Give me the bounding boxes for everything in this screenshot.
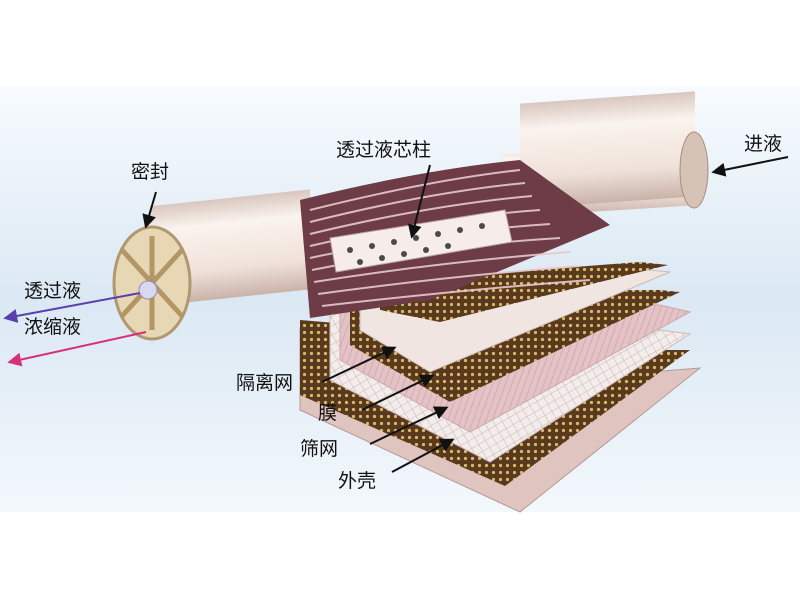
mesh-label: 筛网 (300, 438, 339, 460)
permeate-core-label: 透过液芯柱 (336, 139, 432, 161)
mesh-pointer (369, 406, 449, 445)
shell-pointer (391, 438, 455, 473)
outer-shell-right-body (520, 91, 695, 209)
permeate-arrow (3, 292, 141, 323)
end-cap-hub (138, 280, 158, 300)
membrane-pointer (361, 374, 435, 411)
membrane-label: 膜 (318, 402, 338, 424)
shell-label: 外壳 (338, 470, 377, 492)
seal-pointer (142, 191, 157, 229)
concentrate-label: 浓缩液 (24, 316, 82, 338)
spacer-label: 隔离网 (236, 372, 294, 394)
end-cap-right (679, 131, 709, 209)
spacer-pointer (321, 346, 397, 383)
membrane-element (112, 91, 709, 341)
permeate-core-tube (329, 209, 513, 273)
seal-label: 密封 (131, 161, 170, 183)
core-pointer (407, 164, 431, 239)
permeate-label: 透过液 (24, 280, 82, 302)
feed-label: 进液 (744, 133, 783, 155)
feed-arrow (711, 156, 789, 177)
concentrate-arrow (7, 331, 147, 367)
